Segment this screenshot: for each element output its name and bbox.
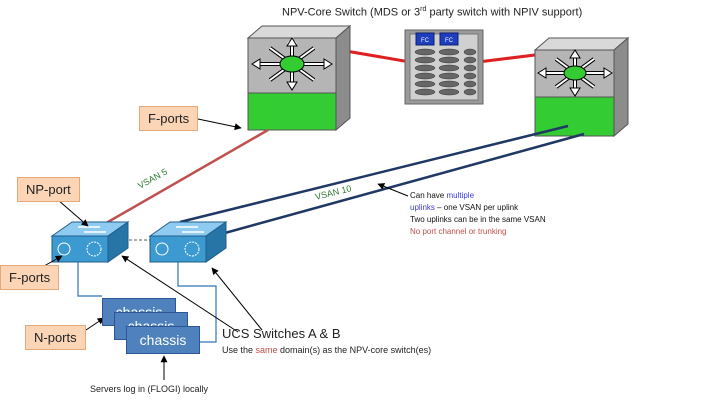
server-link-a (77, 262, 102, 297)
vsan5-uplink (93, 128, 269, 232)
note-line-1-b: multiple (446, 191, 475, 200)
fc-label-1: FC (421, 38, 430, 44)
note-line-1-a: Can have (410, 191, 447, 200)
arrow-f-ports-top (197, 118, 242, 131)
n-ports-label: N-ports (25, 325, 86, 350)
npv-core-switch-left (246, 24, 352, 132)
ucs-title: UCS Switches A & B (222, 326, 341, 341)
uplink-note: Can have multiple uplinks – one VSAN per… (410, 190, 546, 238)
chassis-3: chassis (126, 326, 200, 354)
title-main: NPV-Core Switch (MDS or 3 (282, 6, 421, 19)
note-line-4: No port channel or trunking (410, 227, 507, 236)
arrow-vsan10-note (377, 183, 409, 197)
npv-core-switch-right (533, 36, 630, 138)
fc-port-2 (439, 32, 459, 46)
arrow-n-ports (85, 317, 105, 331)
note-line-2-b: – one VSAN per uplink (434, 203, 519, 212)
np-port-label: NP-port (17, 177, 80, 202)
note-line-3: Two uplinks can be in the same VSAN (410, 215, 546, 224)
diagram-title: NPV-Core Switch (MDS or 3rd party switch… (282, 6, 582, 19)
servers-caption: Servers log in (FLOGI) locally (90, 384, 209, 394)
fc-link-left (339, 48, 411, 64)
ucs-switch-a (50, 221, 130, 263)
ucs-sub-a: Use the (222, 345, 256, 355)
fc-link-right (477, 53, 536, 64)
arrow-ucs-a (121, 255, 239, 333)
storage-array (404, 29, 484, 105)
f-ports-top-label: F-ports (139, 106, 199, 131)
fc-label-2: FC (445, 38, 454, 44)
router-arrows-icon (537, 49, 613, 97)
note-line-1: Can have multiple (410, 190, 546, 202)
arrow-f-ports-left (43, 255, 63, 267)
server-link-b (177, 262, 217, 343)
note-line-2: uplinks – one VSAN per uplink (410, 202, 546, 214)
arrow-ucs-b (211, 267, 263, 331)
vsan10-uplink-b (213, 132, 585, 238)
ucs-subtitle: Use the same domain(s) as the NPV-core s… (222, 345, 431, 355)
fc-port-1 (415, 32, 435, 46)
ucs-switch-b (148, 221, 228, 263)
ucs-sub-b: same (255, 345, 278, 355)
note-line-2-a: uplinks (410, 203, 435, 212)
title-sup: rd (420, 6, 427, 13)
ucs-sub-c: domain(s) as the NPV-core switch(es) (277, 345, 432, 355)
vsan5-label: VSAN 5 (136, 166, 169, 190)
router-arrows-icon (251, 37, 333, 91)
title-rest: party switch with NPIV support) (426, 6, 583, 19)
f-ports-left-label: F-ports (0, 265, 60, 290)
arrow-np-port (57, 199, 89, 227)
vsan10-uplink-a (179, 124, 569, 224)
